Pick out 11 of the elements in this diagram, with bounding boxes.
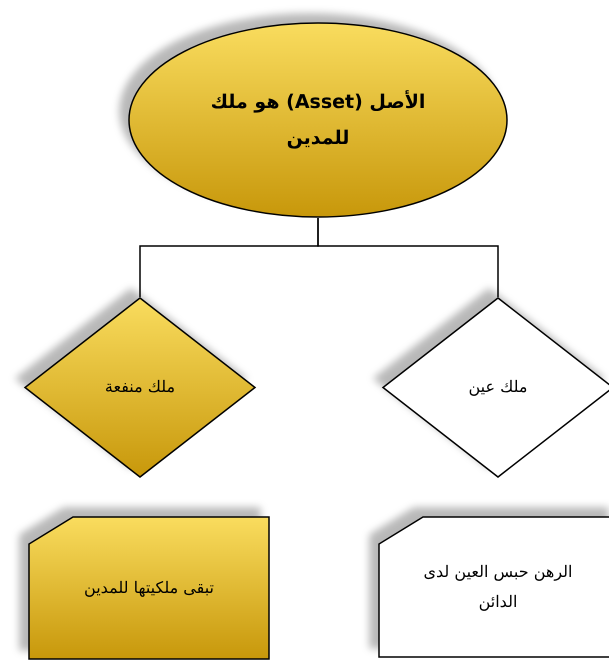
title-text: الأصل (Asset) هو ملك للمدين [210, 89, 426, 151]
decision-diamond [382, 297, 609, 478]
process-box [28, 516, 270, 660]
decision-diamond [24, 297, 256, 478]
title-ellipse [128, 22, 508, 218]
node-label: الرهن حبس العين لدى الدائن [423, 560, 573, 613]
node-label: ملك عين [468, 376, 528, 398]
node-label: ملك منفعة [104, 376, 176, 398]
process-box [378, 516, 609, 658]
connector-line [317, 218, 499, 297]
node-label: تبقى ملكيتها للمدين [84, 576, 214, 599]
